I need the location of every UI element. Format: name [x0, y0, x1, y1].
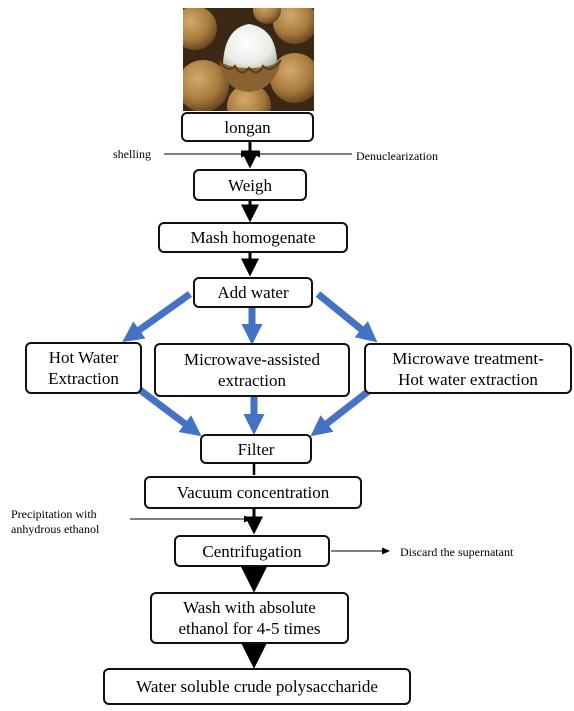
longan-photo [183, 8, 314, 111]
node-final-product: Water soluble crude polysaccharide [103, 668, 411, 705]
node-final-label: Water soluble crude polysaccharide [136, 677, 378, 696]
node-microwave-treatment-line1: Microwave treatment- [392, 348, 544, 368]
node-filter: Filter [200, 434, 312, 464]
node-wash-line1: Wash with absolute [183, 598, 316, 617]
node-microwave-assisted-line2: extraction [218, 371, 286, 390]
note-precipitation-line1: Precipitation with [11, 507, 97, 521]
arrow-hotwater-filter [137, 387, 202, 437]
node-microwave-assisted-extraction: Microwave-assisted extraction [154, 343, 350, 397]
node-wash-line2: ethanol for 4-5 times [178, 619, 321, 638]
node-wash-ethanol: Wash with absolute ethanol for 4-5 times [150, 592, 349, 644]
node-microwave-assisted-line1: Microwave-assisted [184, 350, 320, 369]
arrow-treatment-filter [310, 387, 373, 437]
note-denuclearization: Denuclearization [356, 149, 438, 163]
note-discard-supernatant: Discard the supernatant [400, 545, 514, 559]
arrow-addwater-hotwater [122, 291, 193, 343]
node-hot-water-line2: Extraction [48, 369, 119, 388]
node-vacuum-label: Vacuum concentration [176, 483, 330, 502]
node-add-water: Add water [193, 277, 313, 308]
node-filter-label: Filter [237, 439, 275, 459]
node-vacuum-concentration: Vacuum concentration [144, 476, 362, 509]
node-longan-label: longan [224, 117, 271, 137]
note-shelling: shelling [113, 147, 151, 161]
note-precipitation: Precipitation with anhydrous ethanol [11, 507, 99, 537]
node-hot-water-extraction: Hot Water Extraction [25, 342, 142, 394]
node-weigh: Weigh [193, 169, 307, 201]
node-microwave-treatment: Microwave treatment- Hot water extractio… [364, 343, 572, 394]
node-mash-homogenate: Mash homogenate [158, 222, 348, 253]
node-centrifugation: Centrifugation [174, 535, 330, 567]
node-weigh-label: Weigh [228, 175, 272, 195]
node-longan: longan [181, 112, 314, 142]
note-precipitation-line2: anhydrous ethanol [11, 522, 100, 536]
node-hot-water-line1: Hot Water [48, 348, 119, 367]
node-centrifugation-label: Centrifugation [202, 541, 302, 561]
node-add-water-label: Add water [217, 283, 289, 302]
node-microwave-treatment-line2: Hot water extraction [398, 369, 538, 389]
node-mash-label: Mash homogenate [190, 228, 316, 247]
arrow-addwater-treatment [315, 291, 378, 343]
